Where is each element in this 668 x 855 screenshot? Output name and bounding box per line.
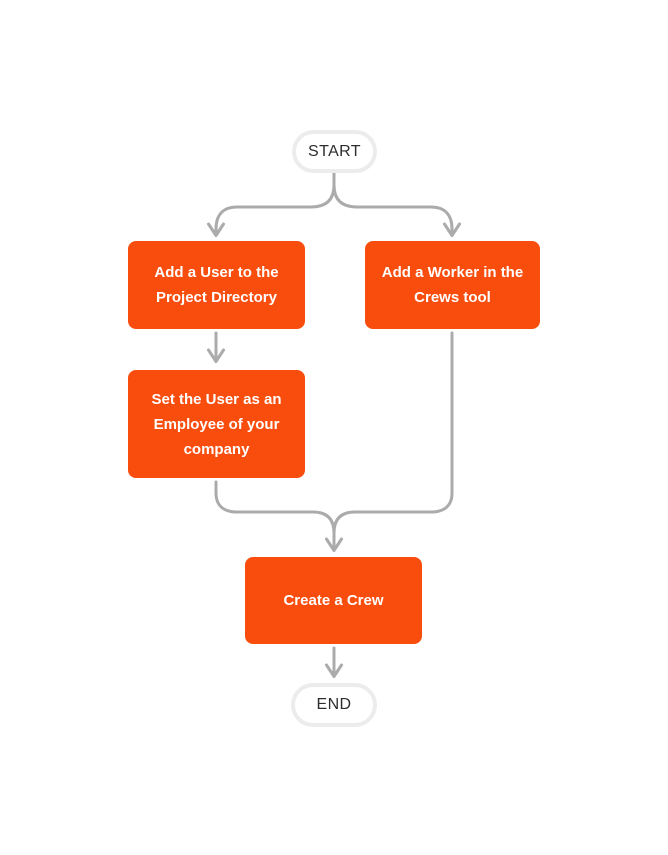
- arrowhead-create-crew-icon: [325, 537, 343, 552]
- process-node-add-worker: Add a Worker in the Crews tool: [365, 241, 540, 329]
- edge-add-worker-to-create-crew: [332, 331, 454, 551]
- arrowhead-add-user-icon: [207, 222, 225, 237]
- arrowhead-end-icon: [325, 663, 343, 678]
- start-node: START: [292, 130, 377, 173]
- edge-start-to-add-worker: [332, 172, 454, 236]
- edge-set-employee-to-create-crew: [214, 480, 336, 551]
- process-node-add-user: Add a User to the Project Directory: [128, 241, 305, 329]
- process-node-set-employee: Set the User as an Employee of your comp…: [128, 370, 305, 478]
- process-node-create-crew: Create a Crew: [245, 557, 422, 644]
- end-node: END: [291, 683, 377, 727]
- edge-start-to-add-user: [214, 172, 336, 236]
- arrowhead-add-worker-icon: [443, 222, 461, 237]
- arrowhead-set-employee-icon: [207, 348, 225, 363]
